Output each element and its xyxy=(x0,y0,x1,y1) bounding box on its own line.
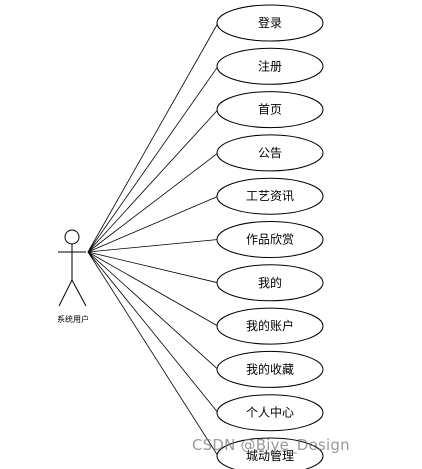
use-case-label: 登录 xyxy=(258,15,282,30)
use-case: 工艺资讯 xyxy=(216,177,324,215)
use-case-label: 城动管理 xyxy=(246,448,294,463)
use-case: 登录 xyxy=(216,4,324,42)
use-case-ellipse xyxy=(216,91,324,129)
use-case-label: 个人中心 xyxy=(246,405,294,420)
use-case-label: 工艺资讯 xyxy=(246,189,294,203)
use-case-ellipse xyxy=(216,4,324,42)
association-line xyxy=(87,195,219,253)
use-case-ellipse xyxy=(216,437,324,469)
association-line xyxy=(87,251,219,284)
use-case-ellipse xyxy=(216,177,324,215)
actor-right-leg xyxy=(71,279,87,307)
use-case-ellipse xyxy=(216,350,324,388)
use-case: 我的账户 xyxy=(216,307,324,345)
association-line xyxy=(87,66,219,253)
actor-label: 系统用户 xyxy=(57,314,89,324)
use-case: 作品欣赏 xyxy=(216,221,324,258)
use-case-label: 我的收藏 xyxy=(246,361,294,376)
association-line xyxy=(87,251,219,457)
use-case-label: 公告 xyxy=(258,146,282,160)
use-case-label: 作品欣赏 xyxy=(246,233,294,247)
actor-stick-figure xyxy=(58,229,87,307)
association-line xyxy=(87,239,219,253)
association-line xyxy=(87,251,219,413)
use-case-ellipse xyxy=(216,134,324,172)
use-case-ellipse xyxy=(216,394,324,432)
use-case-ellipse xyxy=(216,307,324,345)
association-line xyxy=(87,109,219,253)
use-case-ellipse xyxy=(216,47,324,85)
use-case-label: 注册 xyxy=(258,58,282,73)
association-line xyxy=(87,251,219,370)
use-case-ellipse xyxy=(216,264,324,302)
association-line xyxy=(87,251,219,327)
use-case-label: 我的账户 xyxy=(246,318,294,333)
use-case-label: 首页 xyxy=(258,103,282,117)
use-case: 个人中心 xyxy=(216,394,324,432)
association-lines xyxy=(87,22,219,457)
use-case: 我的 xyxy=(216,264,324,302)
association-line xyxy=(87,152,219,253)
actor-left-leg xyxy=(58,279,73,307)
use-case: 我的收藏 xyxy=(216,350,324,388)
use-case-label: 我的 xyxy=(258,275,282,290)
association-line xyxy=(87,22,219,253)
actor-head xyxy=(64,229,80,245)
use-case: 公告 xyxy=(216,134,324,172)
use-case-ellipse xyxy=(216,221,324,258)
use-case: 城动管理 xyxy=(216,437,324,469)
use-case: 首页 xyxy=(216,91,324,129)
watermark: CSDN @Biye_Design xyxy=(192,436,350,454)
use-case: 注册 xyxy=(216,47,324,85)
